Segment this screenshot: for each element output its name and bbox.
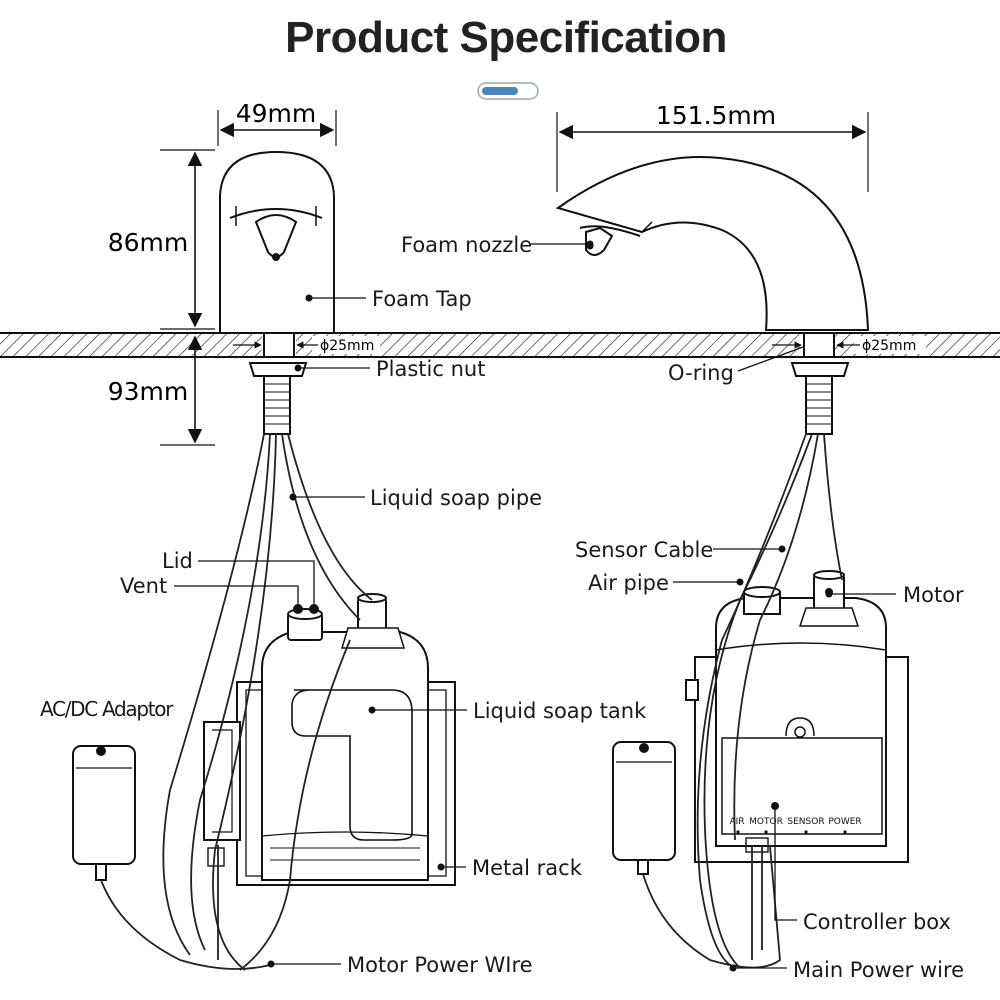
right-ac-dc-adaptor [612,741,676,875]
callout-dots [97,240,833,972]
port-sensor: SENSOR [787,817,824,827]
left-wiring [100,433,373,971]
svg-text:49mm: 49mm [236,99,317,128]
port-air: AIR [729,817,744,827]
label-main-power-wire: Main Power wire [793,958,964,982]
controller-port-labels: AIR MOTOR SENSOR POWER [729,817,862,834]
label-controller-box: Controller box [803,910,951,934]
dimension-hole-right: ϕ25mm [772,338,916,354]
left-tap-shank [248,332,308,435]
label-sensor-cable: Sensor Cable [575,538,713,562]
label-motor-power-wire: Motor Power WIre [347,953,533,977]
callout-lines [174,243,896,969]
label-motor: Motor [903,583,964,607]
slider-indicator [477,82,539,100]
svg-text:ϕ25mm: ϕ25mm [862,338,916,354]
dimension-151-5mm: 151.5mm [556,101,869,192]
label-foam-nozzle: Foam nozzle [401,233,532,257]
left-ac-dc-adaptor [72,745,136,881]
svg-text:ϕ25mm: ϕ25mm [320,338,374,354]
callout-labels: Foam nozzle Foam Tap Plastic nut O-ring … [40,233,964,982]
label-plastic-nut: Plastic nut [376,357,485,381]
label-liquid-soap-tank: Liquid soap tank [473,699,647,723]
liquid-soap-tank [261,593,429,881]
label-metal-rack: Metal rack [472,856,583,880]
foam-tap [219,150,335,334]
dimension-86mm: 86mm [108,149,215,330]
port-power: POWER [828,817,861,827]
label-vent: Vent [120,574,167,598]
label-lid: Lid [162,549,193,573]
dimension-93mm: 93mm [108,335,215,446]
label-air-pipe: Air pipe [588,571,669,595]
right-faucet-shank [790,332,850,435]
label-o-ring: O-ring [668,361,734,385]
dimension-hole-left: ϕ25mm [233,338,374,354]
dimension-49mm: 49mm [217,99,337,146]
svg-text:151.5mm: 151.5mm [656,101,776,130]
label-foam-tap: Foam Tap [372,287,472,311]
label-liquid-soap-pipe: Liquid soap pipe [370,486,542,510]
port-motor: MOTOR [749,817,783,827]
page-title: Product Specification [285,13,727,62]
svg-text:86mm: 86mm [108,228,189,257]
faucet-spout [555,156,870,331]
controller-box [715,570,887,847]
svg-text:93mm: 93mm [108,377,189,406]
label-ac-dc-adaptor: AC/DC Adaptor [40,697,174,721]
right-wiring [642,433,843,969]
